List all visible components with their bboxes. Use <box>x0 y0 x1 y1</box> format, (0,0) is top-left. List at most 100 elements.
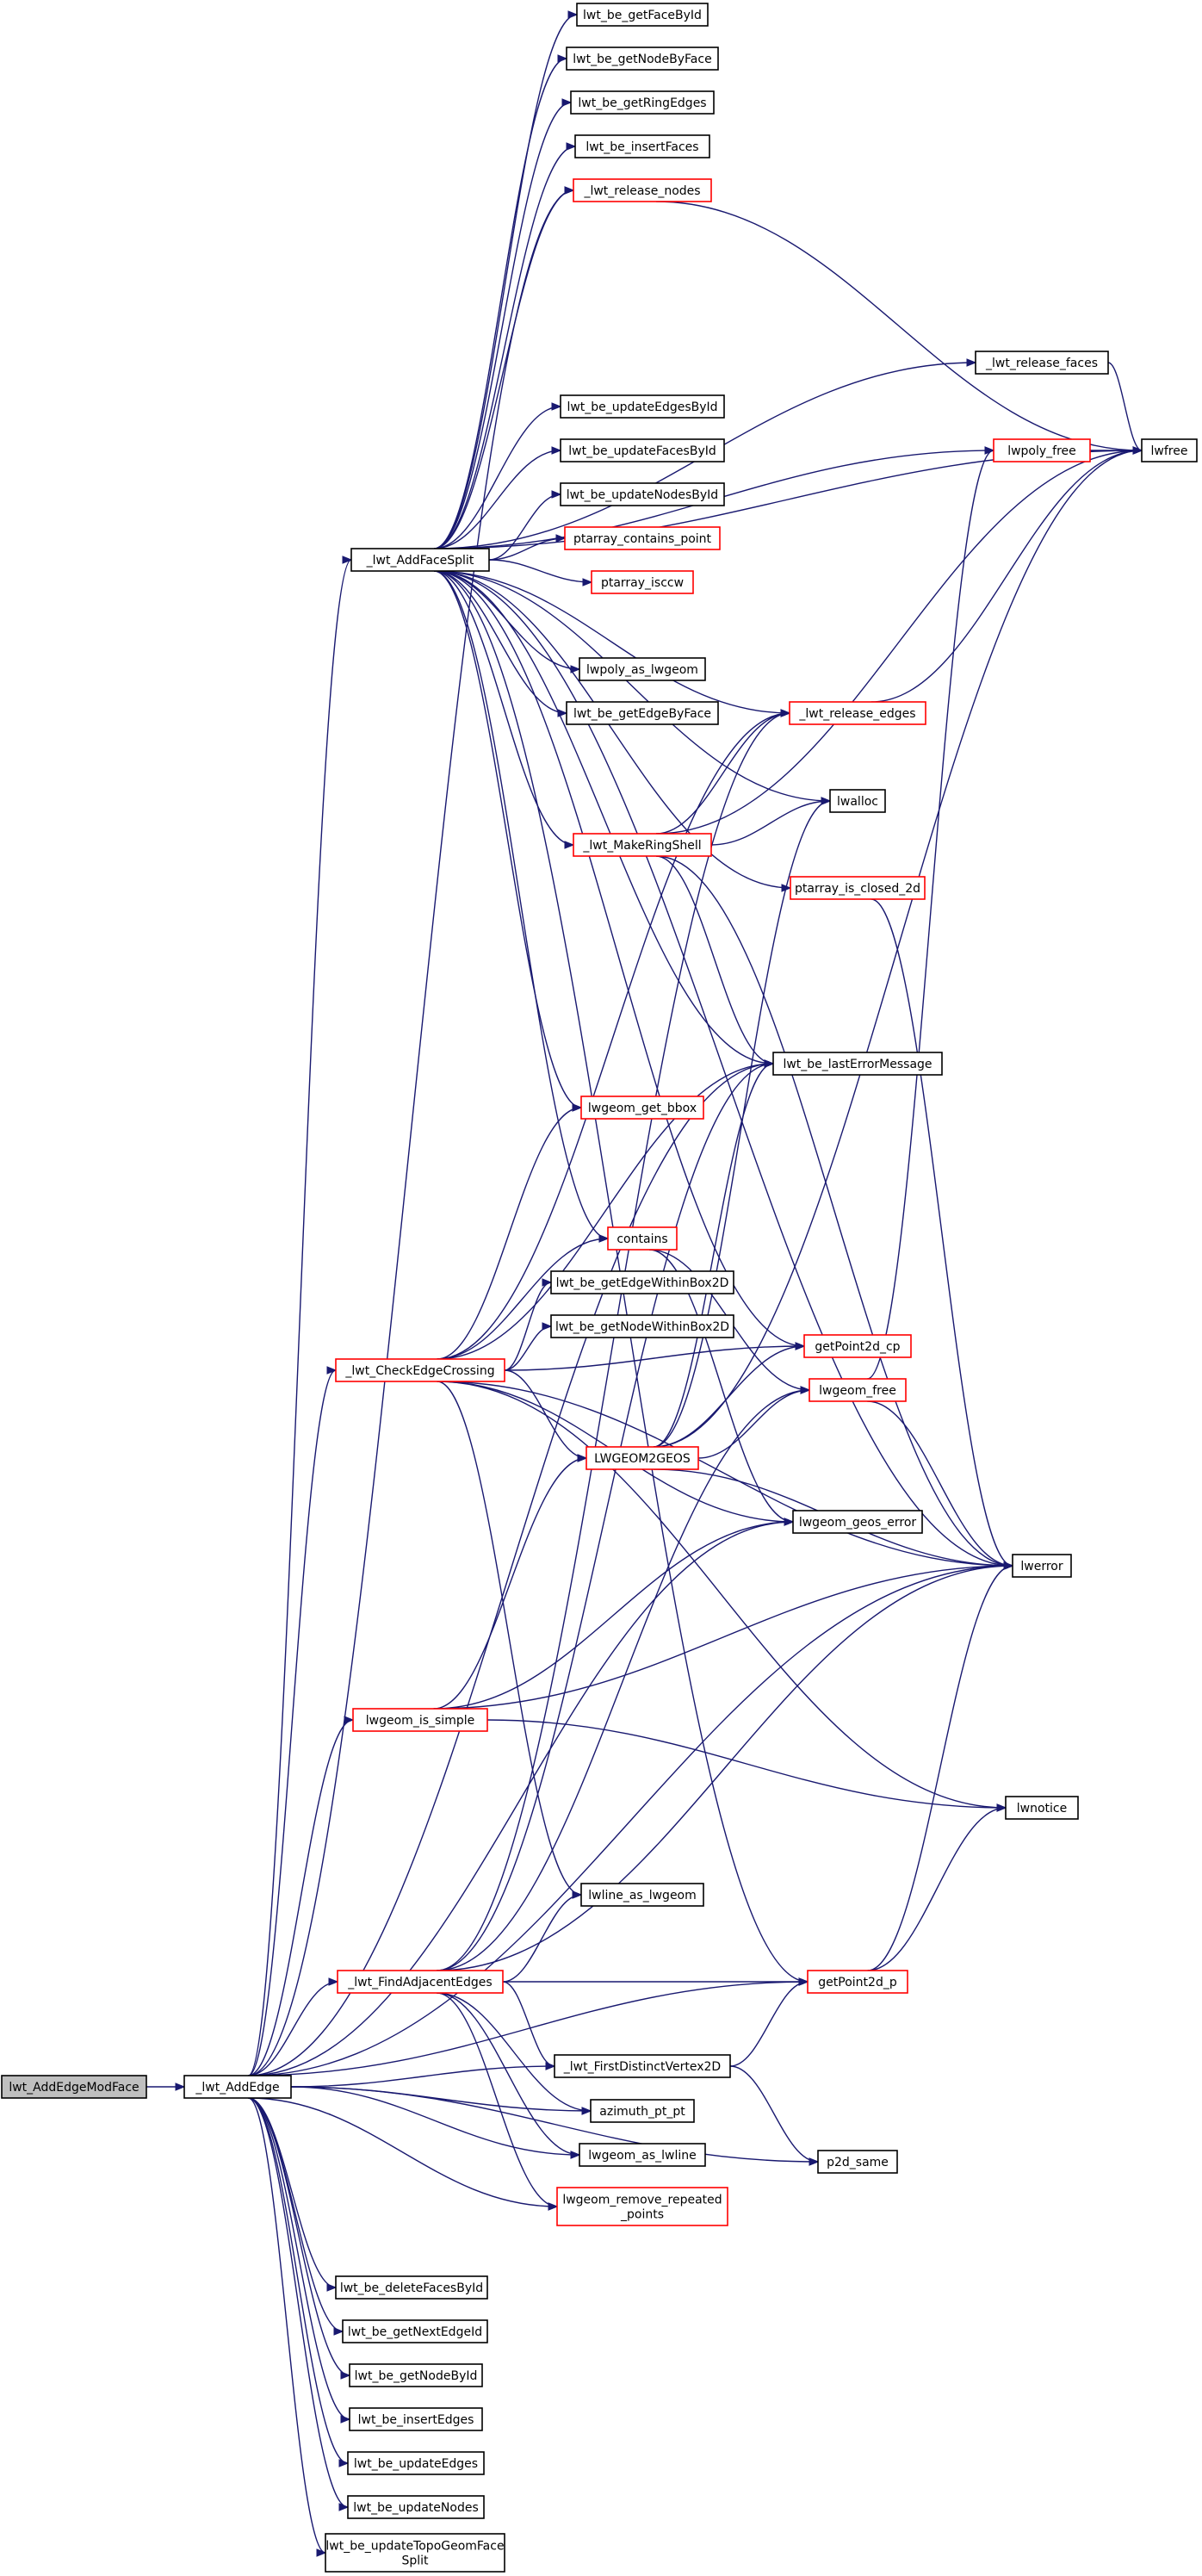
node-box <box>809 1378 907 1402</box>
node-lwt-release-faces[interactable]: _lwt_release_faces <box>975 351 1109 375</box>
node-lwt-add-face-split[interactable]: _lwt_AddFaceSplit <box>350 548 490 572</box>
node-lwnotice[interactable]: lwnotice <box>1005 1796 1079 1820</box>
arrowhead <box>175 2083 186 2091</box>
node-lwerror[interactable]: lwerror <box>1012 1554 1072 1578</box>
edge-line <box>433 58 567 549</box>
arrowhead <box>338 2503 350 2511</box>
arrowhead <box>795 1342 806 1350</box>
edge-line <box>433 570 831 802</box>
node-lwline-as-lwgeom[interactable]: lwline_as_lwgeom <box>580 1883 704 1907</box>
node-lwt-be-get-edge-by-face[interactable]: lwt_be_getEdgeByFace <box>566 701 719 725</box>
node-lwt-be-update-faces-by-id[interactable]: lwt_be_updateFacesById <box>560 438 725 462</box>
node-lwt-release-edges[interactable]: _lwt_release_edges <box>789 701 926 725</box>
arrowhead <box>809 2157 820 2166</box>
node-lwfree[interactable]: lwfree <box>1141 438 1198 462</box>
node-lwt-add-edge[interactable]: _lwt_AddEdge <box>183 2075 292 2099</box>
edge-line <box>437 1381 1013 1567</box>
node-lwt-check-edge-crossing[interactable]: _lwt_CheckEdgeCrossing <box>335 1358 505 1382</box>
node-box <box>560 482 725 506</box>
node-lwt-be-get-node-within-box2-d[interactable]: lwt_be_getNodeWithinBox2D <box>550 1314 734 1338</box>
node-lwt-be-get-node-by-id[interactable]: lwt_be_getNodeById <box>349 2363 483 2387</box>
edge-lwt-find-adjacent-edges-to-get-point2d-p <box>502 1977 809 1986</box>
node-label: ptarray_isccw <box>601 576 684 590</box>
node-lwpoly-free[interactable]: lwpoly_free <box>993 438 1091 462</box>
edge-lwgeom2-geos-to-lwgeom-free <box>697 1386 811 1459</box>
node-lwt-add-edge-mod-face[interactable]: lwt_AddEdgeModFace <box>1 2075 147 2099</box>
arrowhead <box>567 10 579 19</box>
node-label: LWGEOM2GEOS <box>594 1452 691 1466</box>
edge-line <box>504 1345 805 1371</box>
node-azimuth-pt-pt[interactable]: azimuth_pt_pt <box>590 2099 695 2123</box>
edge-line <box>437 712 790 1360</box>
node-lwt-make-ring-shell[interactable]: _lwt_MakeRingShell <box>573 833 712 857</box>
node-lwt-be-insert-edges[interactable]: lwt_be_insertEdges <box>349 2407 483 2431</box>
edge-line <box>433 570 791 889</box>
node-lwt-be-get-face-by-id[interactable]: lwt_be_getFaceById <box>576 3 709 27</box>
node-box <box>1141 438 1198 462</box>
edge-line <box>488 559 592 583</box>
edge-line <box>290 2065 555 2088</box>
node-lwt-be-get-ring-edges[interactable]: lwt_be_getRingEdges <box>570 90 715 115</box>
node-label: lwerror <box>1020 1560 1063 1574</box>
node-ptarray-contains-point[interactable]: ptarray_contains_point <box>564 526 721 550</box>
node-label: lwgeom_geos_error <box>799 1516 917 1530</box>
node-lwalloc[interactable]: lwalloc <box>829 789 886 813</box>
arrowhead <box>316 2548 327 2557</box>
arrowhead <box>326 1366 338 1375</box>
node-label: lwgeom_free <box>819 1384 896 1398</box>
edge-line <box>433 1457 587 1710</box>
node-label: lwt_be_getNextEdgeId <box>348 2325 482 2339</box>
edge-line <box>504 1325 552 1371</box>
node-lwt-be-update-edges-by-id[interactable]: lwt_be_updateEdgesById <box>560 394 725 419</box>
node-lwt-be-update-nodes[interactable]: lwt_be_updateNodes <box>347 2495 485 2519</box>
node-get-point2d-p[interactable]: getPoint2d_p <box>807 1970 908 1994</box>
edge-line <box>437 1107 582 1360</box>
node-get-point2d-cp[interactable]: getPoint2d_cp <box>803 1334 912 1358</box>
edge-lwt-check-edge-crossing-to-contains <box>437 1234 610 1360</box>
node-lwgeom-free[interactable]: lwgeom_free <box>809 1378 907 1402</box>
node-lwt-find-adjacent-edges[interactable]: _lwt_FindAdjacentEdges <box>337 1970 504 1994</box>
node-label: lwpoly_free <box>1007 444 1076 458</box>
node-lwt-be-get-edge-within-box2-d[interactable]: lwt_be_getEdgeWithinBox2D <box>550 1270 734 1294</box>
edge-lwt-add-edge-to-lwt-be-insert-edges <box>248 2097 351 2424</box>
edge-line <box>433 570 1013 1567</box>
node-label: Split <box>401 2554 429 2568</box>
node-p2d-same[interactable]: p2d_same <box>817 2150 898 2174</box>
edge-line <box>653 1063 774 1448</box>
node-ptarray-is-closed-2d[interactable]: ptarray_is_closed_2d <box>790 876 926 900</box>
edge-line <box>433 146 576 549</box>
edge-line <box>437 1389 810 1971</box>
node-label: _lwt_AddEdge <box>195 2081 279 2095</box>
edge-lwt-add-face-split-to-lwt-be-insert-faces <box>433 142 577 549</box>
node-lwgeom-get-bbox[interactable]: lwgeom_get_bbox <box>580 1096 704 1120</box>
edge-lwt-first-distinct-vertex2-d-to-p2d-same <box>729 2065 820 2166</box>
node-lwt-be-update-edges[interactable]: lwt_be_updateEdges <box>347 2451 485 2475</box>
node-lwt-be-delete-faces-by-id[interactable]: lwt_be_deleteFacesById <box>335 2275 488 2300</box>
node-contains[interactable]: contains <box>607 1226 678 1251</box>
node-lwgeom-is-simple[interactable]: lwgeom_is_simple <box>352 1708 488 1732</box>
node-ptarray-isccw[interactable]: ptarray_isccw <box>591 570 694 594</box>
edge-lwt-add-edge-to-lwt-be-update-nodes <box>248 2097 350 2511</box>
node-box <box>607 1226 678 1251</box>
node-lwpoly-as-lwgeom[interactable]: lwpoly_as_lwgeom <box>579 657 706 681</box>
node-lwt-be-update-nodes-by-id[interactable]: lwt_be_updateNodesById <box>560 482 725 506</box>
edge-lwgeom-is-simple-to-lwerror <box>433 1561 1014 1710</box>
node-label: lwpoly_as_lwgeom <box>586 663 698 677</box>
node-box <box>975 351 1109 375</box>
node-lwgeom2-geos[interactable]: LWGEOM2GEOS <box>586 1446 699 1470</box>
edge-line <box>488 493 561 561</box>
node-lwt-be-last-error-message[interactable]: lwt_be_lastErrorMessage <box>772 1052 943 1076</box>
node-lwgeom-remove-repeated-points[interactable]: lwgeom_remove_repeated_points <box>556 2187 728 2226</box>
node-lwt-be-get-next-edge-id[interactable]: lwt_be_getNextEdgeId <box>342 2319 488 2343</box>
node-lwgeom-geos-error[interactable]: lwgeom_geos_error <box>792 1510 923 1534</box>
arrowhead <box>764 1059 775 1068</box>
node-lwt-be-insert-faces[interactable]: lwt_be_insertFaces <box>574 134 710 158</box>
edge-lwt-add-face-split-to-lwgeom-get-bbox <box>433 570 583 1112</box>
edge-line <box>729 2065 819 2163</box>
node-lwgeom-as-lwline[interactable]: lwgeom_as_lwline <box>579 2143 706 2167</box>
edge-lwgeom-is-simple-to-lwnotice <box>486 1719 1007 1812</box>
node-lwt-release-nodes[interactable]: _lwt_release_nodes <box>573 178 712 202</box>
node-lwt-first-distinct-vertex2-d[interactable]: _lwt_FirstDistinctVertex2D <box>554 2054 731 2078</box>
node-lwt-be-get-node-by-face[interactable]: lwt_be_getNodeByFace <box>566 47 719 71</box>
